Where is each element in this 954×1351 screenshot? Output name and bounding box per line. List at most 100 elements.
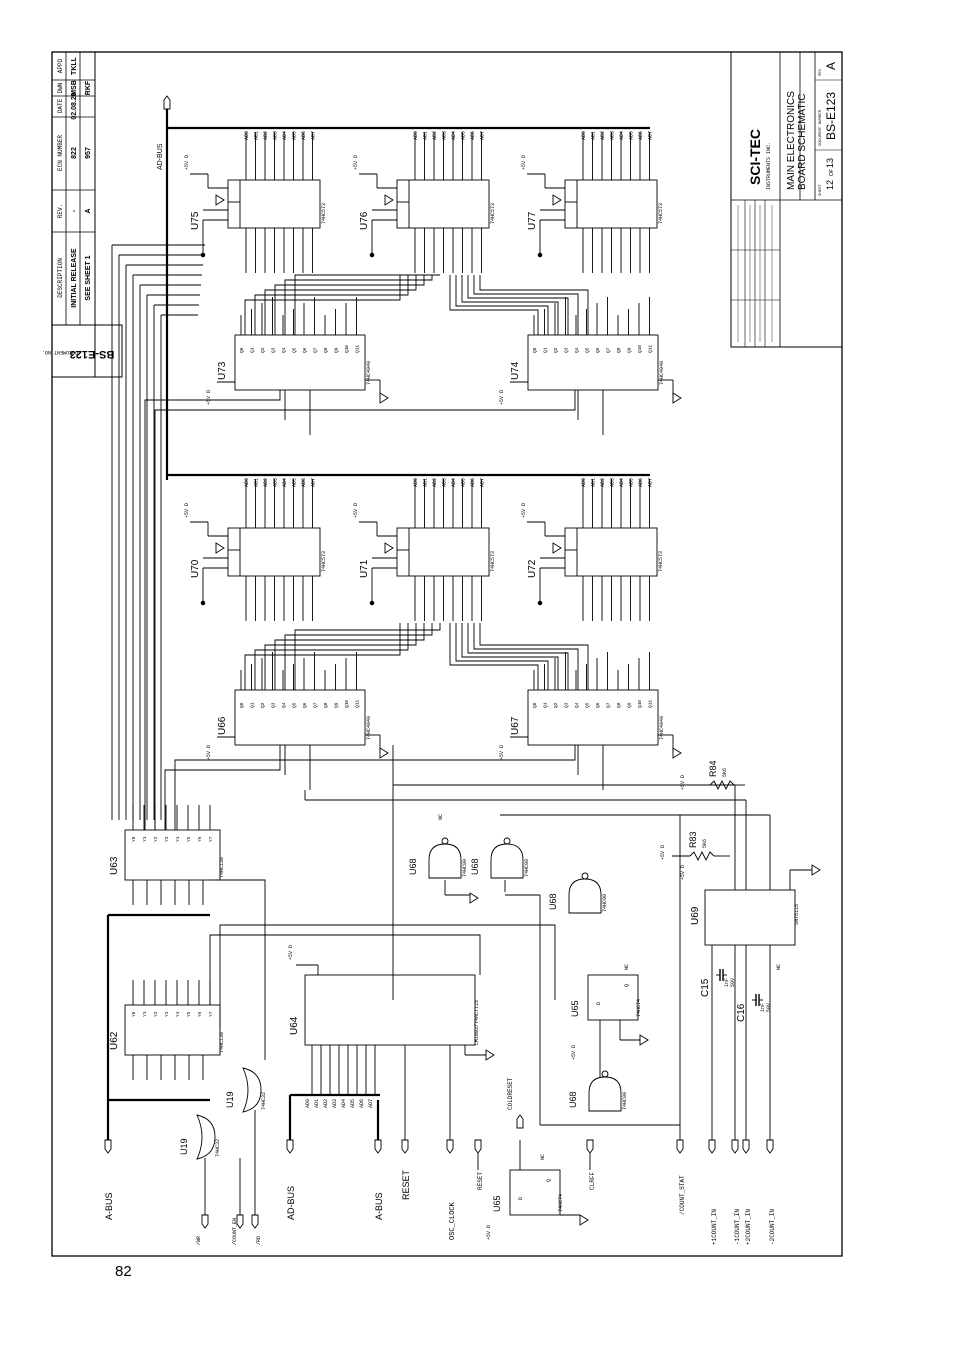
ad-line-label: AD6: [470, 478, 476, 487]
counter-latch-route: [479, 623, 589, 690]
ground-symbol: [672, 747, 682, 759]
counter-latch-route: [449, 275, 539, 335]
latch-ref-u72: U72: [527, 559, 538, 578]
rev-header-appd: APPD: [57, 58, 64, 73]
ad-line-label: AD0: [413, 478, 419, 487]
q-pin-label: Q3: [564, 702, 570, 708]
q-pin-label: Q5: [585, 702, 591, 708]
or-gate-u19b-ref: U19: [225, 1091, 235, 1108]
q-pin-label: Q0: [532, 702, 538, 708]
plus5v-label: +5V D: [288, 945, 294, 960]
ad-line-label: AD1: [591, 478, 597, 487]
ad-line-label: AD3: [610, 478, 616, 487]
q-pin-label: Q6: [302, 347, 308, 353]
plus5v-label: +5V D: [206, 390, 212, 405]
nand-u68b-part: 74HC00: [524, 859, 530, 877]
q-pin-label: Q8: [323, 702, 329, 708]
counter-latch-route: [455, 623, 549, 690]
junction-dot: [537, 252, 543, 258]
osc-clock-label: OSC_CLOCK: [449, 1201, 457, 1240]
control-route: [144, 390, 281, 830]
junction-dot: [369, 600, 375, 606]
counter-latch-route: [467, 275, 569, 335]
ground-symbol: [384, 542, 394, 554]
capacitor-c16-ref: C16: [736, 1003, 747, 1022]
m2count-label: -2COUNT_IN: [769, 1209, 776, 1245]
title-of: 13: [825, 158, 835, 168]
ground-symbol: [469, 892, 479, 904]
capacitor-c16-volt: 50V: [766, 1003, 772, 1012]
counter-ref-u67: U67: [510, 716, 521, 735]
capacitor-c15-ref: C15: [700, 978, 711, 997]
q-pin-label: Q9: [627, 702, 633, 708]
nand-u68c-ref: U68: [548, 893, 558, 910]
decoder-pin-label: Y6: [197, 836, 203, 842]
q-pin-label: Q5: [292, 702, 298, 708]
nand-u68a: [428, 843, 462, 879]
ad-line-label: AD1: [254, 131, 260, 140]
u64-ad-label: AD6: [359, 1099, 365, 1108]
ad-line-label: AD5: [292, 131, 298, 140]
rev-doc-no: BS-E123: [70, 348, 115, 360]
ff-u65a-ref: U65: [570, 1000, 580, 1017]
ad-line-label: AD7: [480, 478, 486, 487]
ad-bus-label: AD-BUS: [286, 1186, 296, 1220]
ff-u65a: [587, 974, 639, 1021]
resistor-r84-ref: R84: [708, 760, 718, 777]
wr-label: /WR: [196, 1236, 202, 1245]
plus5v-label: +5V D: [184, 503, 190, 518]
rev-row2-desc: SEE SHEET 1: [85, 255, 92, 300]
p1count-connector: [708, 1139, 716, 1154]
ad-line-label: AD2: [600, 478, 606, 487]
q-pin-label: Q5: [585, 347, 591, 353]
q-pin-label: Q0: [239, 347, 245, 353]
counter-latch-route: [479, 275, 589, 335]
ad-line-label: AD5: [292, 478, 298, 487]
latch-chip-u70: [227, 527, 321, 577]
q-pin-label: Q1: [250, 702, 256, 708]
q-pin-label: Q6: [595, 347, 601, 353]
q-pin-label: Q9: [334, 702, 340, 708]
decoder-pin-label: Y2: [153, 836, 159, 842]
u64-ad-label: AD1: [314, 1099, 320, 1108]
ad-line-label: AD7: [480, 131, 486, 140]
decoder-u62-part: 74HC138: [219, 1032, 225, 1053]
u69-chip: [704, 889, 796, 946]
counter-latch-route: [461, 623, 559, 690]
title-block: SCI-TEC INSTRUMENTS INC. MAIN ELECTRONIC…: [730, 51, 843, 348]
ground-symbol: [215, 542, 225, 554]
control-route: [174, 745, 576, 830]
q-pin-label: Q1: [250, 347, 256, 353]
q-pin-label: Q11: [648, 345, 654, 353]
coldreset-connector: [516, 1114, 524, 1129]
ground-symbol: [215, 194, 225, 206]
decoder-u62-ref: U62: [109, 1031, 120, 1050]
ff-pin: Q: [546, 1179, 552, 1182]
nand-u68a-part: 74HC00: [462, 859, 468, 877]
decoder-pin-label: Y0: [131, 1011, 137, 1017]
title-doc-label: DOCUMENT NUMBER: [819, 109, 823, 146]
nand-u68d-part: 74HC00: [622, 1092, 628, 1110]
latch-part-u75: 74HC573: [321, 203, 327, 224]
ad-line-label: AD4: [619, 131, 625, 140]
resistor-r83-ref: R83: [688, 831, 698, 848]
company-sub: INSTRUMENTS INC.: [766, 142, 772, 190]
ground-symbol: [379, 392, 389, 404]
rev-row1-ecn: 822: [71, 147, 78, 159]
rev-row2-rev: A: [85, 208, 92, 213]
reset-label: RESET: [401, 1169, 411, 1200]
ad-line-label: AD2: [600, 131, 606, 140]
plus5v-label: +5V D: [680, 865, 686, 880]
latch-ref-u71: U71: [359, 559, 370, 578]
counter-latch-route: [284, 275, 433, 335]
title-doc-no: BS-E123: [824, 92, 838, 140]
q-pin-label: Q8: [616, 347, 622, 353]
u64-chip: [304, 974, 476, 1046]
ground-symbol: [552, 194, 562, 206]
count-en-connector: [236, 1214, 244, 1229]
ad-bus-top-connector: [163, 95, 171, 110]
ad-line-label: AD3: [273, 478, 279, 487]
rev-row2-ecn: 957: [85, 147, 92, 159]
ad-line-label: AD5: [629, 478, 635, 487]
